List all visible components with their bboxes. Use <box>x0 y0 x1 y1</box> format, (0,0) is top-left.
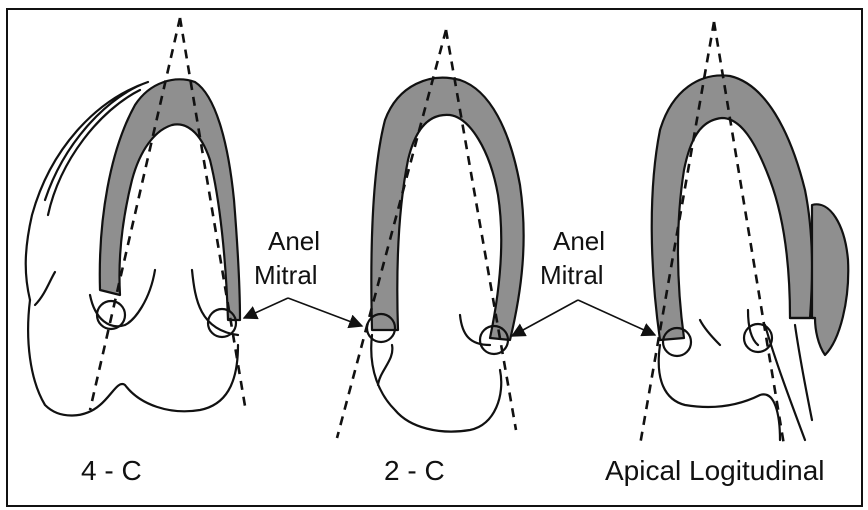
lv-wall-4c <box>100 79 240 320</box>
arrow-to-4c-annulus <box>244 298 288 318</box>
annotation-label-line1: Anel <box>268 226 320 256</box>
apical-longitudinal-view <box>640 22 848 445</box>
lv-wall-alax <box>652 75 812 340</box>
view-label-apical-longitudinal: Apical Logitudinal <box>605 455 825 486</box>
arrow-to-2c-annulus <box>288 298 362 326</box>
two-chamber-view <box>337 30 524 438</box>
annotation-arrows <box>244 298 655 336</box>
annotation-label-line1: Anel <box>553 226 605 256</box>
annotation-label-line2: Mitral <box>254 260 318 290</box>
arrow-to-alax-annulus <box>578 300 655 335</box>
arrow-to-2c-annulus <box>512 300 578 336</box>
lv-wall-2c <box>371 78 523 340</box>
annotation-label-line2: Mitral <box>540 260 604 290</box>
aorta-wall <box>812 204 848 355</box>
four-chamber-view <box>26 18 246 416</box>
view-label-4c: 4 - C <box>81 455 142 486</box>
view-label-2c: 2 - C <box>384 455 445 486</box>
